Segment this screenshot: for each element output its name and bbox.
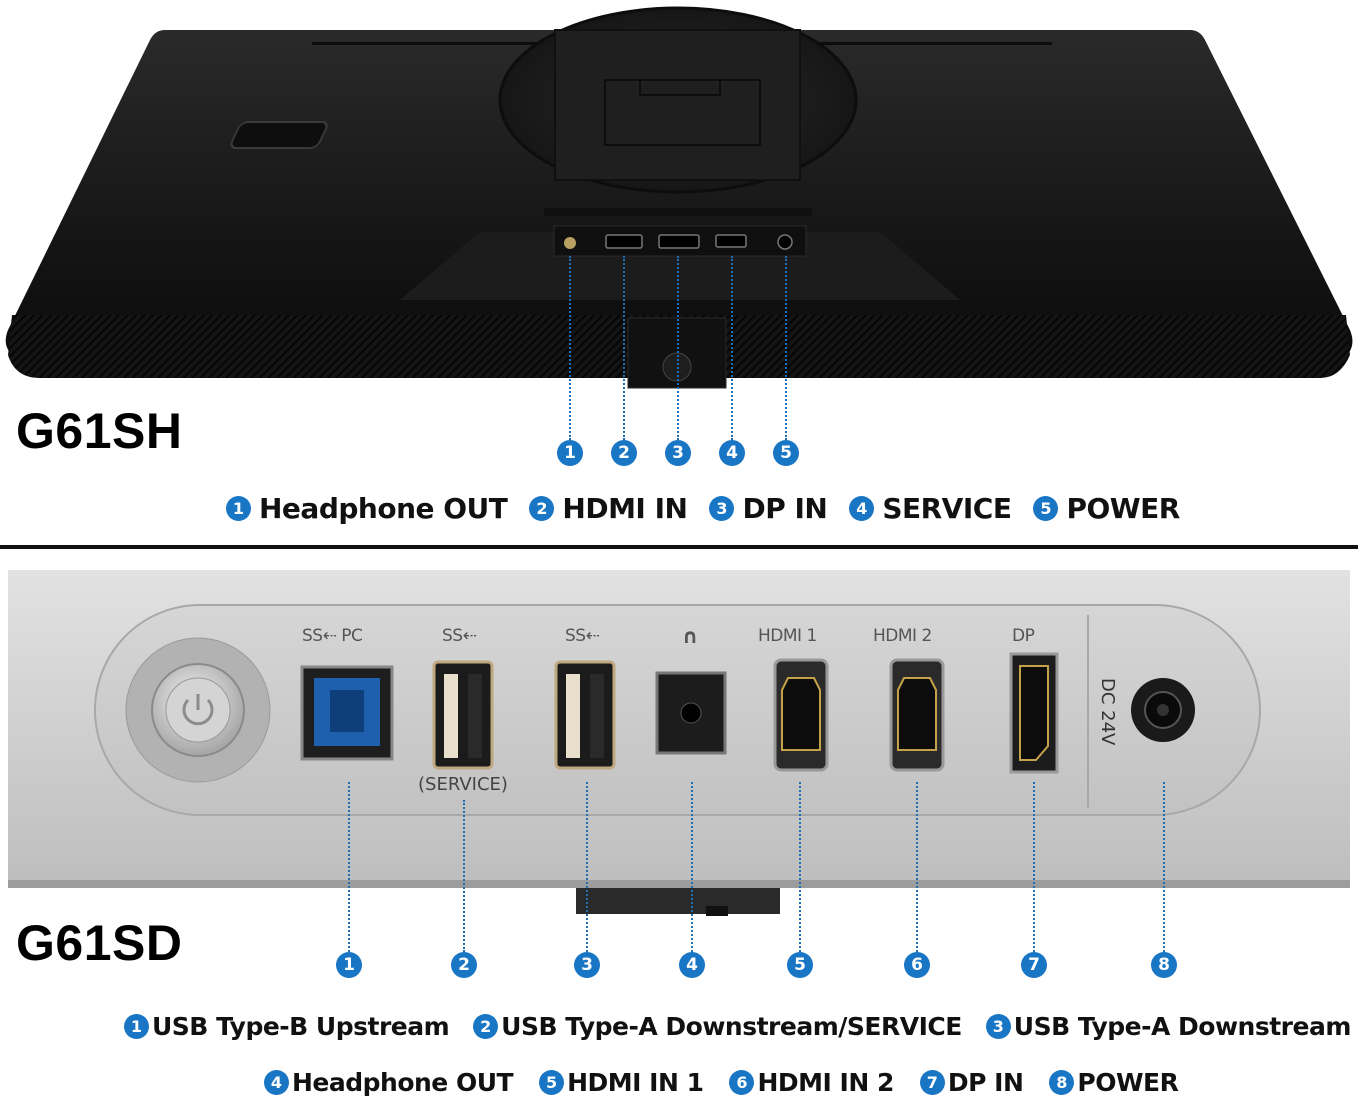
legend-number: 5 (1033, 496, 1059, 521)
legend-item: 2 HDMI IN (529, 492, 688, 525)
callout-leader (586, 782, 588, 952)
port-label-usb-b: SS⇠ PC (302, 626, 363, 646)
headphone-icon: ∩ (682, 624, 698, 648)
callout-number: 2 (451, 952, 477, 978)
legend-label: POWER (1066, 492, 1180, 525)
legend-item: 7 DP IN (919, 1068, 1024, 1097)
callout-leader (799, 782, 801, 952)
legend-number: 8 (1049, 1070, 1075, 1095)
legend-label: USB Type-A Downstream/SERVICE (501, 1012, 962, 1041)
legend-item: 5 HDMI IN 1 (539, 1068, 704, 1097)
legend-item: 8 POWER (1049, 1068, 1179, 1097)
callout-number: 2 (611, 440, 637, 466)
callout-number: 4 (679, 952, 705, 978)
g61sh-monitor-rear-image (5, 6, 1353, 389)
g61sd-legend-row-1: 1 USB Type-B Upstream 2 USB Type-A Downs… (124, 1012, 1351, 1041)
legend-item: 6 HDMI IN 2 (729, 1068, 894, 1097)
legend-label: HDMI IN 2 (757, 1068, 894, 1097)
callout-leader (785, 256, 787, 440)
legend-item: 3 DP IN (709, 492, 828, 525)
port-label-hdmi2: HDMI 2 (873, 626, 932, 646)
section-divider (0, 545, 1358, 549)
legend-label: DP IN (947, 1068, 1024, 1097)
callout-number: 4 (719, 440, 745, 466)
legend-label: DP IN (742, 492, 828, 525)
legend-number: 7 (919, 1070, 945, 1095)
callout-leader (916, 782, 918, 952)
port-label-usb-a2: SS⇠ (565, 626, 600, 646)
callout-leader (1033, 782, 1035, 952)
g61sh-legend: 1 Headphone OUT 2 HDMI IN 3 DP IN 4 SERV… (226, 492, 1180, 525)
legend-label: HDMI IN 1 (567, 1068, 704, 1097)
callout-number: 1 (557, 440, 583, 466)
port-label-hdmi1: HDMI 1 (758, 626, 817, 646)
callout-leader (731, 256, 733, 440)
g61sd-port-panel-image (8, 570, 1350, 916)
model-name-g61sh: G61SH (16, 403, 183, 459)
legend-number: 1 (124, 1014, 149, 1039)
legend-label: USB Type-A Downstream (1013, 1012, 1352, 1041)
legend-number: 2 (529, 496, 555, 521)
callout-number: 3 (574, 952, 600, 978)
g61sd-legend-row-2: 4 Headphone OUT 5 HDMI IN 1 6 HDMI IN 2 … (264, 1068, 1179, 1097)
callout-leader (569, 256, 571, 440)
legend-item: 1 Headphone OUT (226, 492, 508, 525)
model-name-g61sd: G61SD (16, 915, 183, 971)
callout-number: 7 (1021, 952, 1047, 978)
callout-leader (463, 800, 465, 952)
legend-number: 4 (264, 1070, 289, 1095)
legend-item: 4 Headphone OUT (264, 1068, 514, 1097)
legend-label: POWER (1077, 1068, 1179, 1097)
port-label-usb-a1: SS⇠ (442, 626, 477, 646)
legend-number: 4 (849, 496, 875, 521)
legend-item: 2 USB Type-A Downstream/SERVICE (473, 1012, 962, 1041)
legend-item: 1 USB Type-B Upstream (124, 1012, 450, 1041)
g61sh-section: G61SH 1 2 3 4 5 1 Headphone OUT 2 HDMI I… (0, 0, 1358, 545)
callout-leader (691, 782, 693, 952)
callout-leader (677, 256, 679, 440)
callout-number: 6 (904, 952, 930, 978)
legend-number: 5 (539, 1070, 565, 1095)
legend-number: 6 (729, 1070, 755, 1095)
legend-item: 5 POWER (1033, 492, 1180, 525)
callout-number: 5 (773, 440, 799, 466)
g61sd-section: SS⇠ PC SS⇠ SS⇠ ∩ HDMI 1 HDMI 2 DP DC 24V… (0, 550, 1358, 1118)
callout-leader (1163, 782, 1165, 952)
callout-number: 1 (336, 952, 362, 978)
legend-number: 2 (473, 1014, 499, 1039)
legend-label: SERVICE (882, 492, 1012, 525)
legend-item: 3 USB Type-A Downstream (985, 1012, 1352, 1041)
legend-number: 3 (985, 1014, 1011, 1039)
port-label-service: (SERVICE) (418, 774, 508, 795)
port-label-dp: DP (1012, 626, 1035, 646)
legend-number: 3 (709, 496, 735, 521)
callout-number: 3 (665, 440, 691, 466)
port-label-dc: DC 24V (1097, 678, 1118, 746)
callout-leader (623, 256, 625, 440)
legend-label: USB Type-B Upstream (152, 1012, 450, 1041)
callout-number: 8 (1151, 952, 1177, 978)
legend-item: 4 SERVICE (849, 492, 1012, 525)
legend-label: Headphone OUT (292, 1068, 514, 1097)
legend-label: HDMI IN (562, 492, 688, 525)
callout-number: 5 (787, 952, 813, 978)
legend-number: 1 (226, 496, 251, 521)
callout-leader (348, 782, 350, 952)
legend-label: Headphone OUT (259, 492, 508, 525)
